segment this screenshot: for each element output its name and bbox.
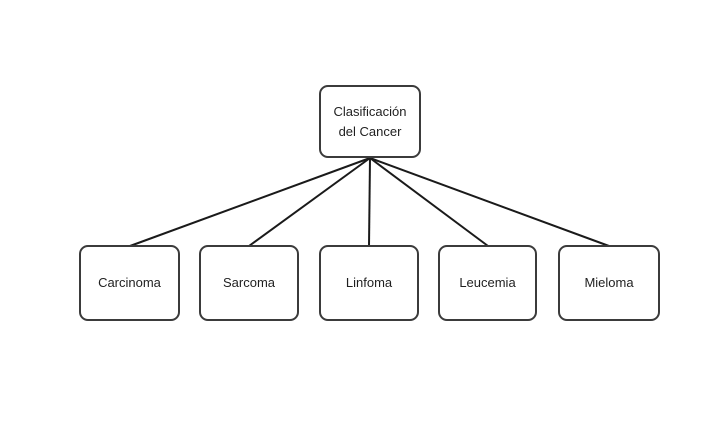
node-carcinoma[interactable]: Carcinoma (79, 245, 180, 321)
node-label: Sarcoma (222, 275, 276, 290)
connector-line-root-sarcoma (248, 157, 371, 247)
node-label: Carcinoma (98, 275, 161, 290)
node-label: Mieloma (584, 275, 634, 290)
connector-line-root-linfoma (368, 157, 371, 247)
node-sarcoma[interactable]: Sarcoma (199, 245, 299, 321)
node-clasificacion-del-cancer[interactable]: Clasificación del Cancer (319, 85, 421, 158)
node-label: Clasificación del Cancer (333, 103, 407, 139)
connector-line-root-mieloma (369, 157, 610, 247)
node-linfoma[interactable]: Linfoma (319, 245, 419, 321)
node-leucemia[interactable]: Leucemia (438, 245, 537, 321)
connector-line-root-carcinoma (129, 157, 371, 247)
connector-line-root-leucemia (369, 157, 489, 247)
node-mieloma[interactable]: Mieloma (558, 245, 660, 321)
node-label: Linfoma (345, 275, 393, 290)
node-label: Leucemia (459, 275, 516, 290)
